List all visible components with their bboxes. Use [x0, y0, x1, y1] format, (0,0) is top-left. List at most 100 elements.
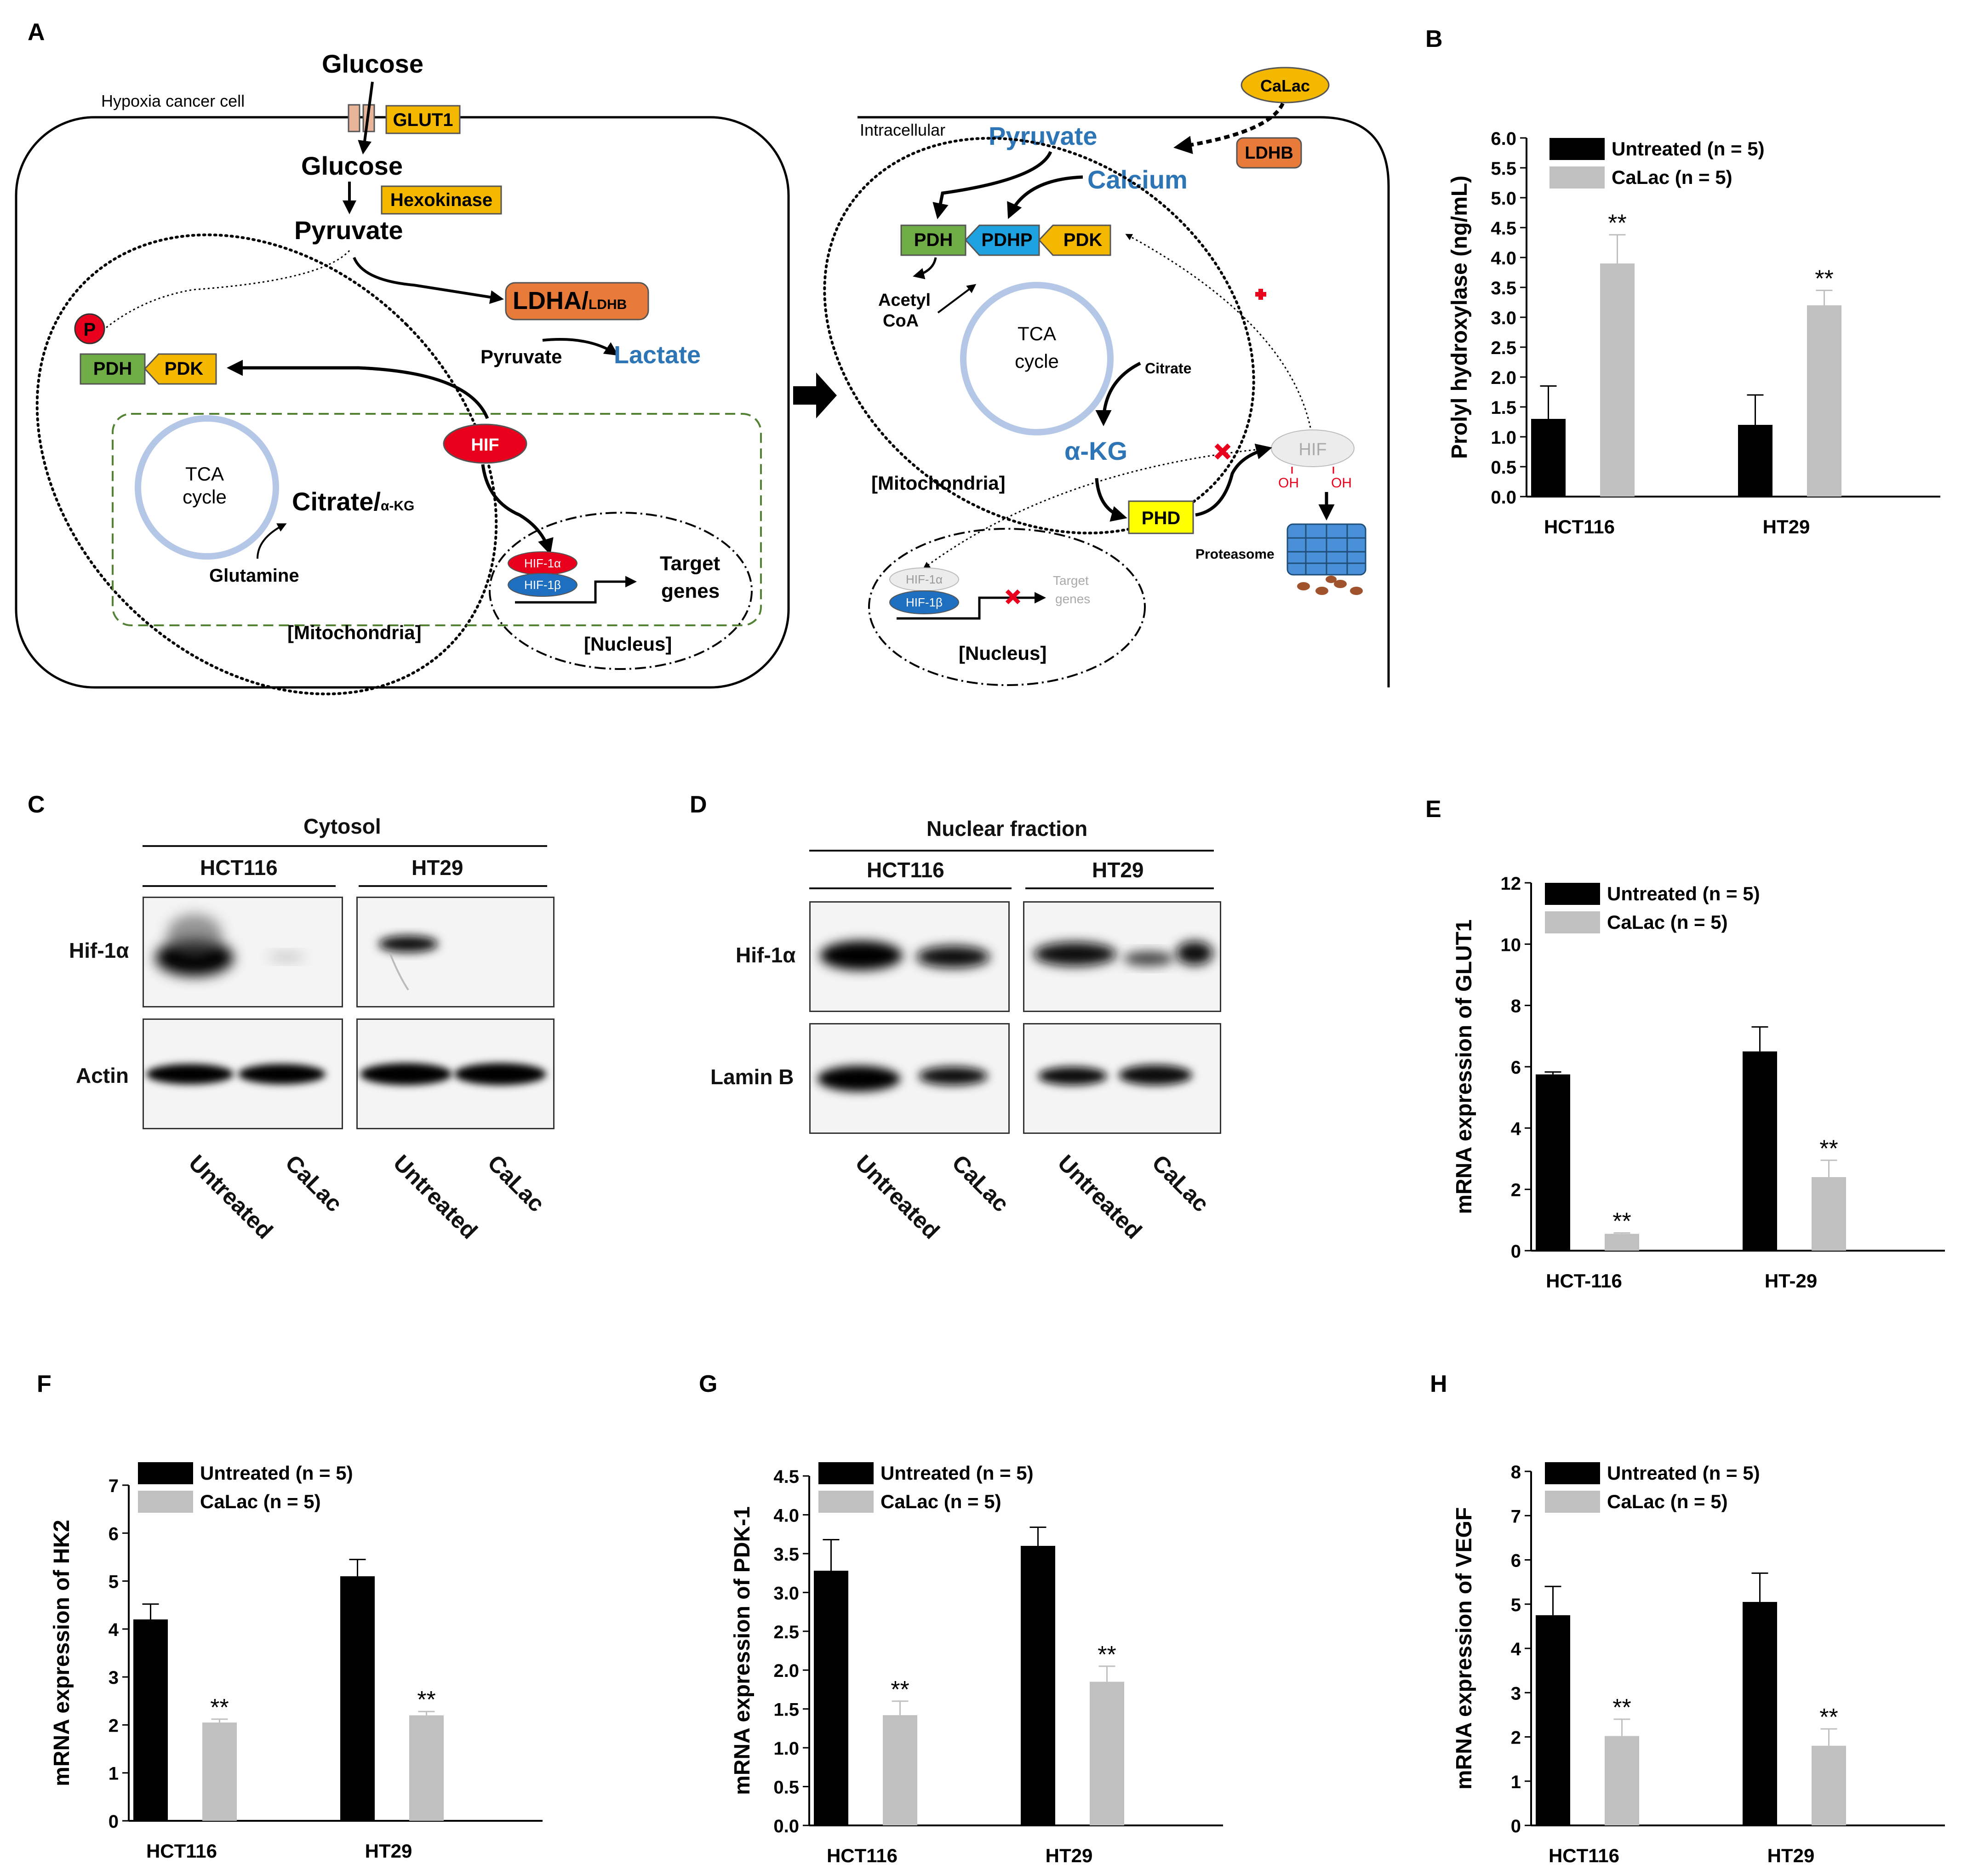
pdk-box-right	[1038, 224, 1111, 256]
bar	[814, 1571, 848, 1825]
panel-label-a: A	[28, 19, 45, 46]
tca-label-right-1: TCA	[1018, 323, 1056, 344]
y-tick-label: 0.0	[1491, 487, 1516, 508]
calac-label: CaLac	[1260, 76, 1310, 95]
citrate-label-right: Citrate	[1145, 360, 1191, 377]
x-tick-label: HT29	[365, 1840, 412, 1862]
blot-d-group-1: HCT116	[867, 858, 944, 882]
citrate-to-akg-arrow	[1095, 361, 1141, 426]
blot-c-actin-hct116	[143, 1018, 343, 1129]
pathway-diagram: Hypoxia cancer cell Glucose GLUT1 Glucos…	[15, 49, 1390, 696]
blot-c-title: Cytosol	[303, 814, 381, 838]
ldhb-label: LDHB	[1245, 143, 1293, 163]
blot-c-group-line-2	[359, 885, 547, 887]
bar	[1605, 1736, 1639, 1825]
legend-label: Untreated (n = 5)	[1612, 138, 1765, 160]
tca-label-2: cycle	[183, 486, 227, 508]
legend-swatch	[1545, 911, 1600, 933]
significance-label: **	[1612, 1208, 1631, 1235]
block-cross-2	[1214, 443, 1231, 460]
legend-swatch	[138, 1462, 193, 1484]
blot-d-title: Nuclear fraction	[926, 817, 1088, 841]
nucleus-outline-left	[489, 512, 753, 670]
significance-label: **	[417, 1687, 435, 1713]
y-tick-label: 5.0	[1491, 189, 1516, 209]
panel-label-e: E	[1425, 796, 1441, 823]
legend-label: CaLac (n = 5)	[881, 1491, 1001, 1512]
pyruvate2-label: Pyruvate	[480, 346, 562, 367]
citrate-label: Citrate/α-KG	[292, 487, 414, 516]
mito-label-left: [Mitochondria]	[287, 622, 422, 643]
acetyl-label-2: CoA	[883, 311, 919, 331]
legend-label: Untreated (n = 5)	[1607, 883, 1760, 904]
y-tick-label: 2.5	[1491, 338, 1516, 358]
blot-d-lane-1: Untreated	[850, 1150, 945, 1244]
tca-label-1: TCA	[185, 463, 224, 485]
proteasome-label: Proteasome	[1195, 547, 1275, 562]
pyruvate-to-ldha-arrow	[353, 257, 504, 304]
pdh-to-acetyl-arrow	[913, 257, 937, 280]
y-tick-label: 6	[109, 1524, 119, 1544]
acetyl-to-tca-arrow	[937, 284, 977, 314]
y-tick-label: 3	[109, 1668, 119, 1688]
hexokinase-box	[381, 185, 502, 215]
significance-label: **	[1819, 1704, 1838, 1731]
y-tick-label: 3.0	[1491, 308, 1516, 328]
intracellular-label: Intracellular	[860, 120, 945, 139]
bar	[1021, 1546, 1055, 1825]
blot-d-group-line-2	[1025, 887, 1214, 889]
x-tick-label: HCT116	[1549, 1845, 1619, 1866]
calcium-to-pdhp-arrow	[1007, 175, 1083, 219]
panel-label-b: B	[1425, 26, 1443, 52]
y-tick-label: 4.0	[773, 1505, 799, 1526]
blot-d-lane-2: CaLac	[947, 1150, 1014, 1217]
y-tick-label: 1.0	[773, 1739, 799, 1759]
legend-label: Untreated (n = 5)	[1607, 1462, 1760, 1484]
hif-oval-left	[443, 423, 527, 464]
y-tick-label: 0.5	[773, 1778, 799, 1798]
y-tick-label: 6.0	[1491, 129, 1516, 149]
y-tick-label: 10	[1501, 935, 1521, 955]
target-label-2: genes	[661, 580, 720, 602]
significance-label: **	[1815, 266, 1833, 292]
y-axis-label: mRNA expression of GLUT1	[1452, 920, 1476, 1214]
legend-label: CaLac (n = 5)	[1607, 911, 1728, 933]
significance-label: **	[1608, 210, 1626, 237]
panel-label-d: D	[690, 791, 707, 818]
pdk-label-right: PDK	[1063, 230, 1103, 250]
ldhb-box	[1236, 137, 1302, 169]
legend-swatch	[1545, 1462, 1600, 1484]
pdh-box-left	[80, 353, 146, 385]
nucleus-outline-right	[868, 528, 1146, 686]
y-tick-label: 8	[1511, 1462, 1521, 1482]
y-tick-label: 7	[109, 1476, 119, 1496]
legend-label: CaLac (n = 5)	[1612, 166, 1732, 188]
bar	[1738, 425, 1772, 497]
blot-c-lane-3: Untreated	[388, 1150, 483, 1244]
cell-label: Hypoxia cancer cell	[101, 92, 245, 110]
glut1-label: GLUT1	[393, 110, 453, 130]
block-cross-3	[1005, 589, 1021, 605]
x-tick-label: HT-29	[1765, 1270, 1817, 1292]
bar	[409, 1715, 444, 1821]
glut1-box	[385, 105, 461, 134]
blot-c-title-line	[143, 845, 547, 847]
tca-cycle-left	[135, 415, 279, 560]
calcium-label: Calcium	[1087, 165, 1188, 194]
legend-swatch	[818, 1491, 874, 1513]
y-tick-label: 4	[1511, 1119, 1521, 1139]
y-axis-label: mRNA expression of PDK-1	[730, 1506, 755, 1795]
bar	[202, 1722, 237, 1821]
blot-d-lane-4: CaLac	[1147, 1150, 1214, 1217]
bar	[133, 1619, 168, 1821]
calac-oval	[1241, 67, 1330, 103]
acetyl-label-1: Acetyl	[878, 291, 931, 310]
x-tick-label: HT29	[1767, 1845, 1815, 1866]
glutamine-arrow	[257, 523, 287, 559]
tca-cycle-right	[960, 282, 1114, 435]
bar	[340, 1576, 375, 1821]
cell-membrane-right	[858, 116, 1390, 687]
y-tick-label: 3.5	[773, 1544, 799, 1565]
